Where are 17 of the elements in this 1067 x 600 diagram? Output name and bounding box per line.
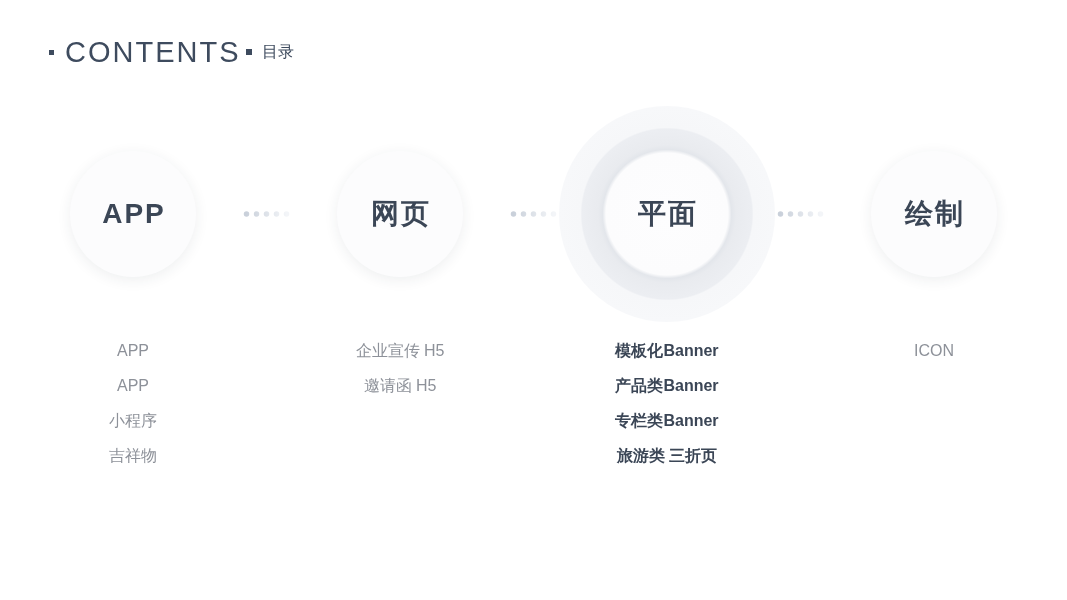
category-title: 网页 (370, 197, 431, 231)
item-text: 吉祥物 (109, 446, 157, 466)
subtitle: 目录 (261, 42, 294, 62)
item-text: APP (117, 376, 149, 396)
item-text: 模板化Banner (615, 341, 719, 361)
category-title: 绘制 (903, 197, 965, 231)
title: CONTENTS (65, 36, 241, 68)
item-text: APP (117, 341, 149, 361)
category-title: 平面 (637, 197, 698, 231)
category-title: APP (101, 197, 166, 231)
item-text: 旅游类 三折页 (616, 446, 718, 466)
item-text: 邀请函 H5 (363, 376, 437, 396)
item-text: ICON (914, 341, 954, 361)
item-text: 专栏类Banner (615, 411, 719, 431)
item-text: 小程序 (109, 411, 157, 431)
item-text: 企业宣传 H5 (355, 341, 445, 361)
item-text: 产品类Banner (615, 376, 719, 396)
